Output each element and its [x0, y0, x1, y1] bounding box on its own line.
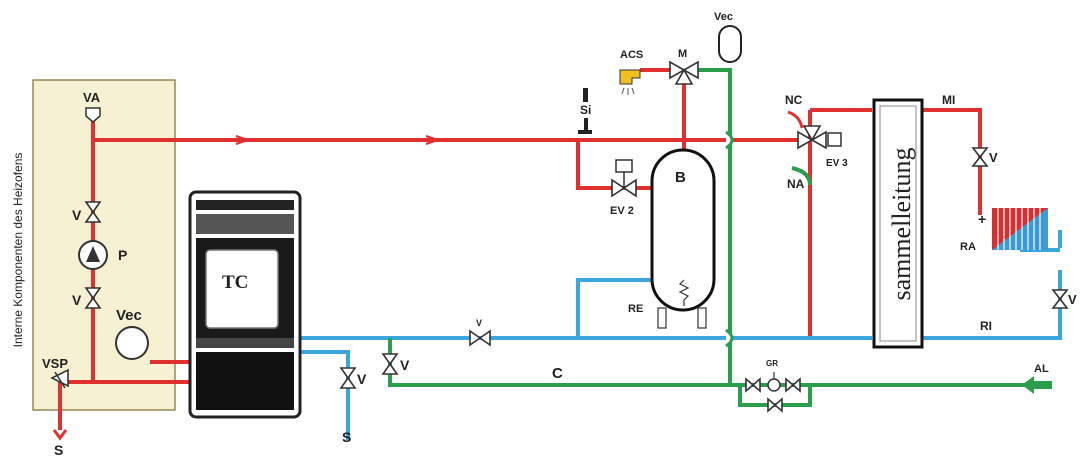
pump-p	[78, 240, 108, 270]
label-vec-internal: Vec	[116, 307, 142, 324]
flow-arrow-1	[235, 135, 252, 145]
valve-v-6	[971, 147, 989, 167]
boiler-b	[650, 148, 716, 329]
valve-v-4	[381, 353, 399, 375]
label-re: RE	[628, 303, 643, 315]
label-v-1: V	[72, 207, 82, 223]
label-gr: GR	[766, 359, 778, 368]
filter-group-gr	[745, 372, 801, 413]
label-ev3: EV 3	[826, 158, 848, 169]
label-ev2: EV 2	[610, 205, 634, 217]
nc-connector	[787, 110, 804, 129]
label-ra: RA	[960, 241, 976, 253]
label-vsp: VSP	[42, 356, 68, 371]
label-c: C	[552, 365, 563, 382]
label-v-5: V	[476, 318, 482, 328]
label-acs: ACS	[620, 49, 643, 61]
label-m: M	[678, 48, 687, 60]
cold-water-pipes	[388, 68, 1050, 407]
label-p: P	[118, 247, 127, 263]
manifold	[872, 98, 924, 349]
inlet-arrow-al	[1022, 376, 1052, 394]
safety-valve-vsp	[50, 368, 69, 389]
label-vec-top: Vec	[714, 11, 733, 23]
label-b: B	[675, 169, 686, 186]
label-manifold: sammelleitung	[887, 147, 916, 300]
safety-valve-si	[578, 88, 592, 134]
valve-v-3	[339, 367, 357, 389]
expansion-vessel-top	[718, 25, 742, 63]
hot-water-tap-acs	[619, 69, 641, 95]
label-s-left: S	[54, 442, 63, 458]
mixing-valve-m	[669, 60, 699, 85]
expansion-vessel-internal	[115, 326, 149, 360]
stove-tc	[188, 190, 302, 419]
label-al: AL	[1034, 363, 1049, 375]
label-v-3: V	[357, 371, 367, 387]
valve-v-7	[1051, 289, 1069, 309]
label-si: Si	[580, 103, 591, 117]
valve-ev2	[611, 159, 637, 198]
label-v-2: V	[72, 292, 82, 308]
label-mi: MI	[942, 93, 955, 107]
radiator-ra	[992, 208, 1048, 250]
label-plus: +	[978, 211, 986, 227]
label-s-right: S	[342, 429, 351, 445]
label-na: NA	[787, 177, 805, 191]
label-tc: TC	[222, 272, 248, 293]
label-nc: NC	[785, 93, 803, 107]
label-v-6: V	[989, 150, 998, 165]
valve-v-1	[84, 201, 102, 223]
flow-arrow-2	[425, 135, 442, 145]
label-v-7: V	[1068, 292, 1077, 307]
side-label: Interne Komponenten des Heizofens	[11, 153, 25, 348]
air-vent-va	[85, 107, 101, 123]
valve-ev3	[797, 125, 842, 150]
valve-v-5	[469, 329, 491, 347]
valve-v-2	[84, 287, 102, 309]
label-va: VA	[83, 90, 101, 105]
label-v-4: V	[400, 357, 410, 373]
label-ri: RI	[980, 319, 992, 333]
drain-left	[52, 429, 68, 441]
